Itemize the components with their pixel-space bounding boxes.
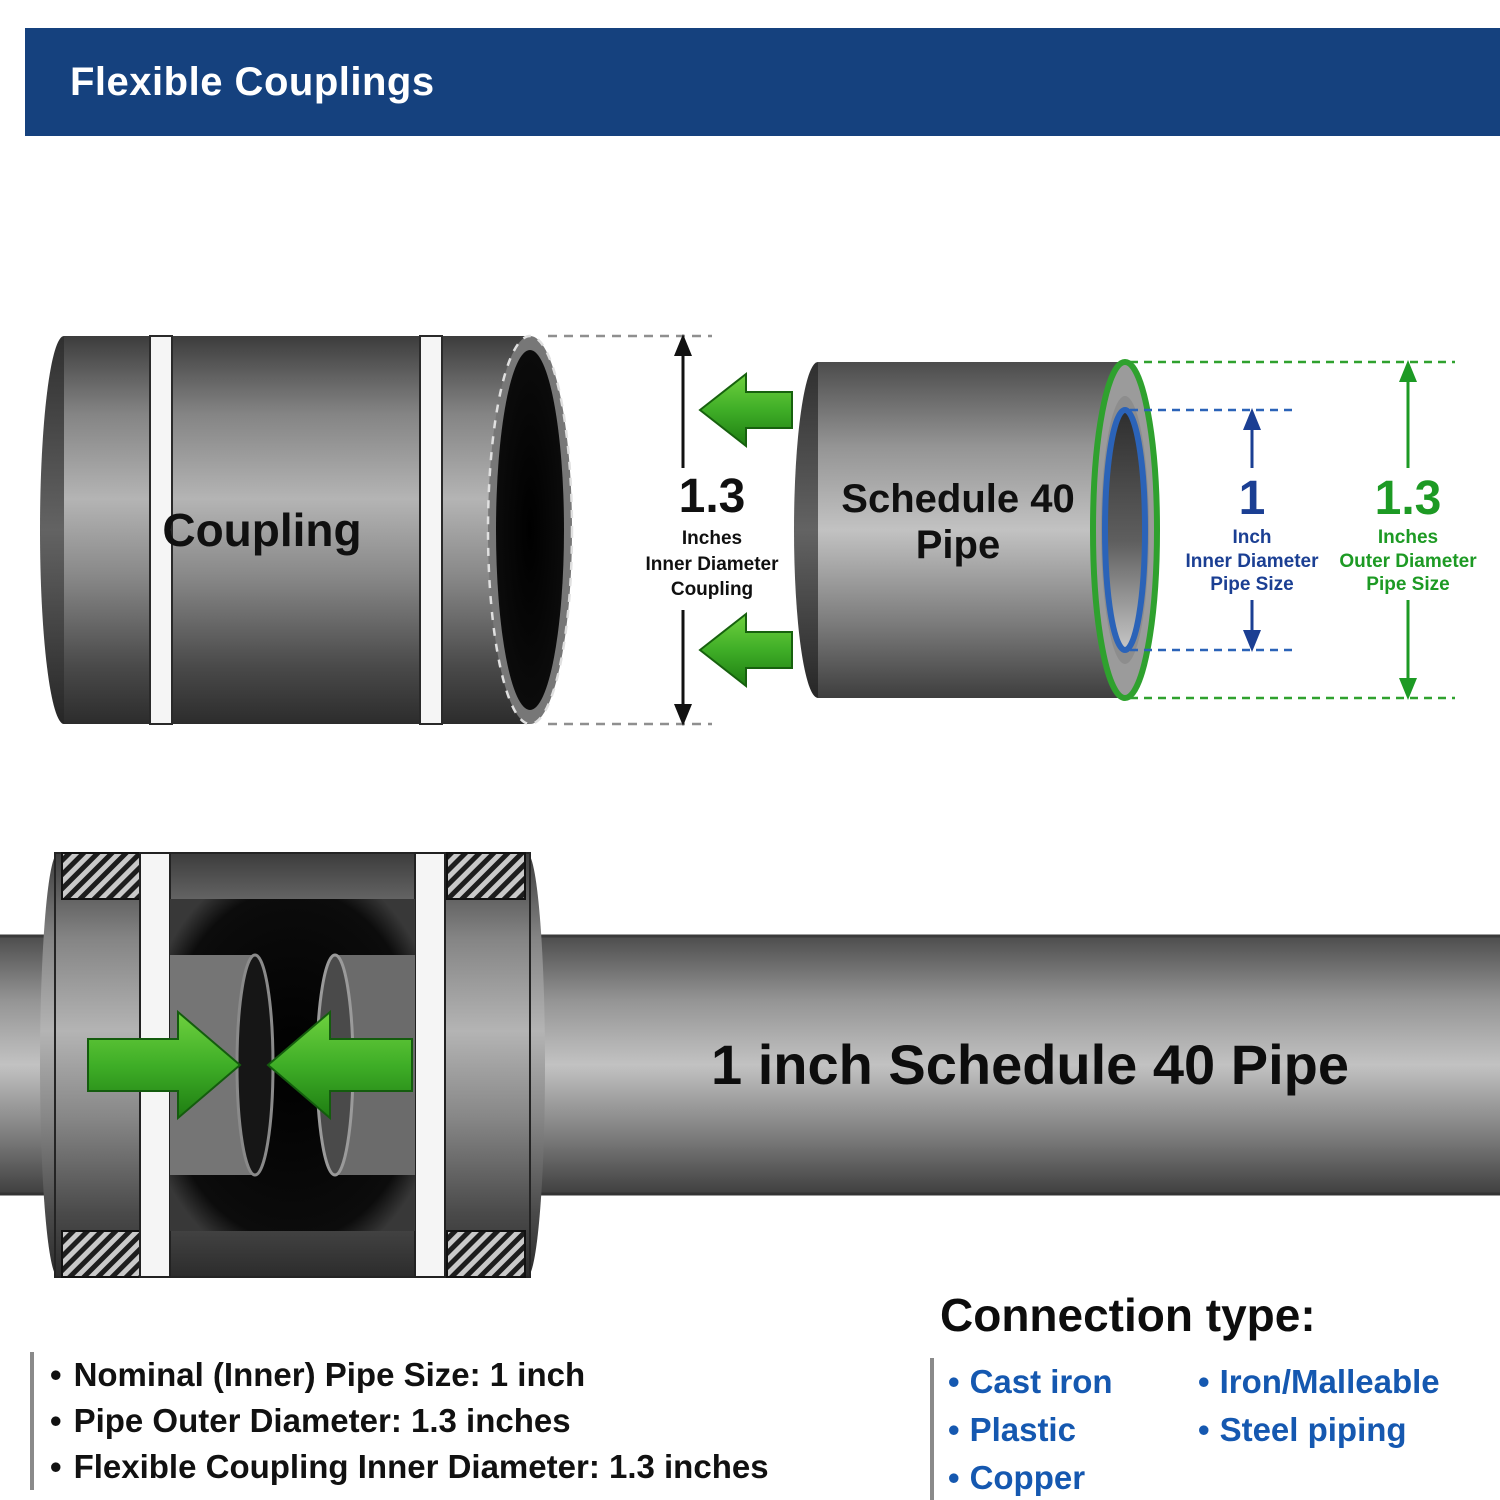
coupling-mouth-hole — [496, 350, 564, 710]
pipe-bore — [1102, 407, 1148, 653]
specs-section: Nominal (Inner) Pipe Size: 1 inch Pipe O… — [30, 1352, 769, 1490]
pipe-od-measurement: 1.3 Inches Outer Diameter Pipe Size — [1130, 360, 1477, 700]
pipe-caption: 1 inch Schedule 40 Pipe — [711, 1033, 1349, 1096]
pipe-id-desc2: Pipe Size — [1210, 574, 1293, 595]
header-bar: Flexible Couplings — [25, 28, 1500, 136]
page-title: Flexible Couplings — [70, 59, 435, 104]
arrow-up-icon — [1243, 408, 1261, 430]
connection-item: Copper — [948, 1454, 1158, 1500]
installed-coupling — [40, 852, 545, 1278]
pipe-id-desc1: Inner Diameter — [1185, 551, 1319, 572]
clamp-band-hatch — [61, 1230, 141, 1278]
connection-item: Cast iron — [948, 1358, 1158, 1406]
arrow-left-icon — [698, 611, 793, 689]
pipe-od-value: 1.3 — [1375, 472, 1442, 525]
coupling-id-unit: Inches — [682, 528, 742, 549]
connection-column-1: Cast iron Plastic Copper — [948, 1358, 1158, 1500]
top-diagram: Coupling 1.3 Inches Inner Diameter Coupl… — [40, 334, 1477, 726]
arrow-down-icon — [674, 704, 692, 726]
spec-item: Pipe Outer Diameter: 1.3 inches — [50, 1398, 769, 1444]
pipe-body — [818, 362, 1125, 698]
connection-column-2: Iron/Malleable Steel piping — [1198, 1358, 1440, 1500]
coupling-id-desc1: Inner Diameter — [645, 554, 779, 575]
coupling-white-band-right — [414, 852, 446, 1278]
spec-item: Nominal (Inner) Pipe Size: 1 inch — [50, 1352, 769, 1398]
connection-item: Iron/Malleable — [1198, 1358, 1440, 1406]
pipe-label-line1: Schedule 40 — [841, 477, 1074, 521]
arrow-left-icon — [266, 1009, 413, 1121]
coupling-mouth-dashed-outline — [486, 334, 574, 726]
arrow-right-icon — [87, 1009, 242, 1121]
clamp-band-hatch — [446, 1230, 526, 1278]
pipe-id-value: 1 — [1239, 472, 1266, 525]
connection-item: Plastic — [948, 1406, 1158, 1454]
pipe-od-desc1: Outer Diameter — [1339, 551, 1477, 572]
pipe-od-desc2: Pipe Size — [1366, 574, 1449, 595]
spec-item: Flexible Coupling Inner Diameter: 1.3 in… — [50, 1444, 769, 1490]
middle-diagram: 1 inch Schedule 40 Pipe — [0, 852, 1500, 1278]
connection-section: Connection type: Cast iron Plastic Coppe… — [930, 1288, 1440, 1500]
pipe-id-measurement: 1 Inch Inner Diameter Pipe Size — [1130, 408, 1319, 652]
coupling-graphic: Coupling — [40, 334, 574, 726]
arrow-down-icon — [1399, 678, 1417, 700]
coupling-body — [64, 336, 530, 724]
arrow-left-icon — [698, 371, 793, 449]
clamp-band-hatch — [446, 852, 526, 900]
coupling-id-measurement: 1.3 Inches Inner Diameter Coupling — [548, 334, 779, 726]
connection-heading: Connection type: — [940, 1289, 1316, 1341]
pipe-od-unit: Inches — [1378, 527, 1438, 548]
clamp-band-hatch — [61, 852, 141, 900]
pipe-id-unit: Inch — [1232, 527, 1271, 548]
coupling-label: Coupling — [162, 504, 361, 556]
pipe-graphic: Schedule 40 Pipe — [794, 359, 1160, 701]
pipe-label-line2: Pipe — [916, 523, 1000, 567]
arrow-up-icon — [1399, 360, 1417, 382]
arrow-down-icon — [1243, 630, 1261, 652]
coupling-white-band-left — [149, 335, 173, 725]
insertion-arrows — [698, 371, 793, 689]
connection-columns: Cast iron Plastic Copper Iron/Malleable … — [930, 1358, 1440, 1500]
coupling-white-band-right — [419, 335, 443, 725]
specs-list: Nominal (Inner) Pipe Size: 1 inch Pipe O… — [50, 1352, 769, 1490]
connection-item: Steel piping — [1198, 1406, 1440, 1454]
coupling-id-desc2: Coupling — [671, 579, 753, 600]
arrow-up-icon — [674, 334, 692, 356]
coupling-id-value: 1.3 — [679, 470, 746, 523]
